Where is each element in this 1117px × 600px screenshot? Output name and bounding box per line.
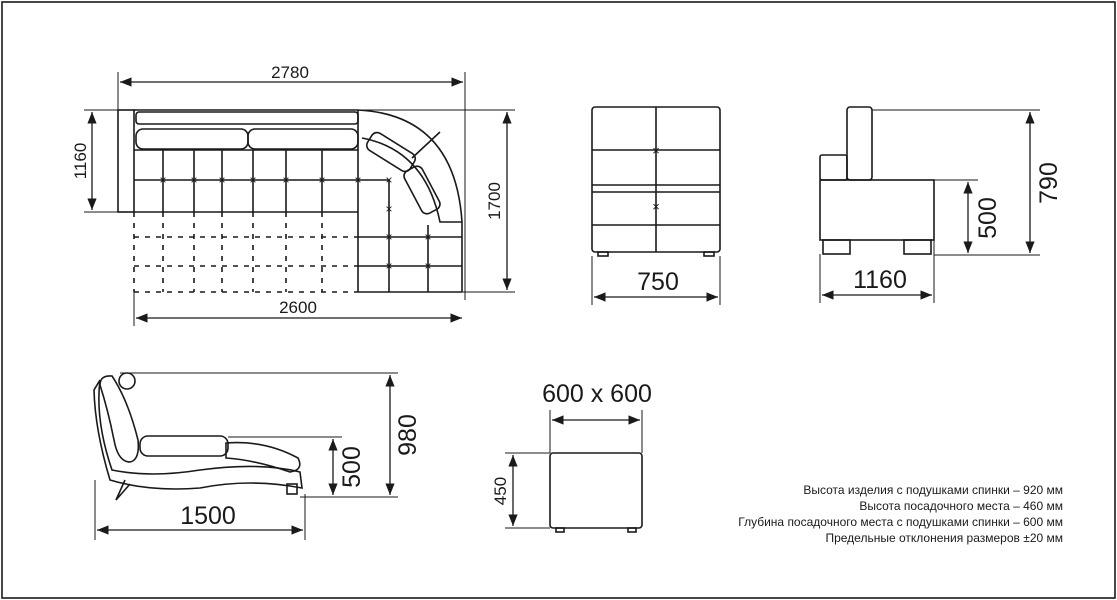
svg-text:×: ×: [385, 259, 392, 273]
back-cushion: [135, 111, 359, 125]
note-total-height: Высота изделия с подушками спинки – 920 …: [803, 483, 1063, 497]
dimension-label-height: 790: [1035, 162, 1063, 204]
seat-cushion: [247, 128, 359, 150]
note-seat-depth: Глубина посадочного места с подушками сп…: [738, 515, 1063, 529]
svg-text:×: ×: [318, 173, 325, 187]
recliner-side-view: 980 500 1500: [93, 372, 422, 540]
sofa-top-view: × × × × × × × × × × × × × 2780 1160 1700 2600: [71, 63, 515, 326]
pouf-view: 600 x 600 450: [491, 380, 652, 533]
armrest: [117, 109, 135, 213]
spec-notes: Высота изделия с подушками спинки – 920 …: [738, 483, 1063, 545]
dimension-label-width-bottom: 2600: [279, 298, 317, 317]
svg-text:×: ×: [385, 173, 392, 187]
dimension-label-front-width: 750: [637, 268, 679, 296]
module-front-view: × × 750: [591, 106, 721, 305]
svg-text:×: ×: [190, 173, 197, 187]
module-side-view: 790 500 1160: [819, 106, 1063, 303]
note-tolerance: Предельные отклонения размеров ±20 мм: [825, 531, 1063, 545]
svg-text:×: ×: [249, 173, 256, 187]
dimension-label-pouf-height: 450: [491, 477, 510, 505]
svg-text:×: ×: [652, 143, 660, 158]
dimension-label-recliner-seat-height: 500: [338, 446, 366, 488]
optional-chaise-outline: [133, 212, 358, 293]
dimension-label-recliner-height: 980: [394, 414, 422, 456]
svg-text:×: ×: [354, 173, 361, 187]
dimension-label-side-depth: 1160: [853, 266, 907, 294]
dimension-label-width-total: 2780: [271, 63, 309, 82]
dimension-label-recliner-length: 1500: [180, 502, 236, 530]
svg-text:×: ×: [424, 230, 431, 244]
dimension-label-depth-left: 1160: [71, 143, 90, 180]
svg-text:×: ×: [385, 230, 392, 244]
svg-text:×: ×: [218, 173, 225, 187]
seat-cushion: [135, 128, 249, 150]
svg-text:×: ×: [424, 259, 431, 273]
svg-text:×: ×: [385, 202, 392, 216]
note-seat-height: Высота посадочного места – 460 мм: [859, 499, 1063, 513]
svg-text:×: ×: [159, 173, 166, 187]
svg-text:×: ×: [282, 173, 289, 187]
svg-text:×: ×: [652, 199, 660, 214]
dimension-label-pouf-size: 600 x 600: [542, 380, 652, 408]
dimension-label-depth-right: 1700: [485, 182, 504, 220]
dimension-label-seat-height: 500: [974, 197, 1002, 239]
